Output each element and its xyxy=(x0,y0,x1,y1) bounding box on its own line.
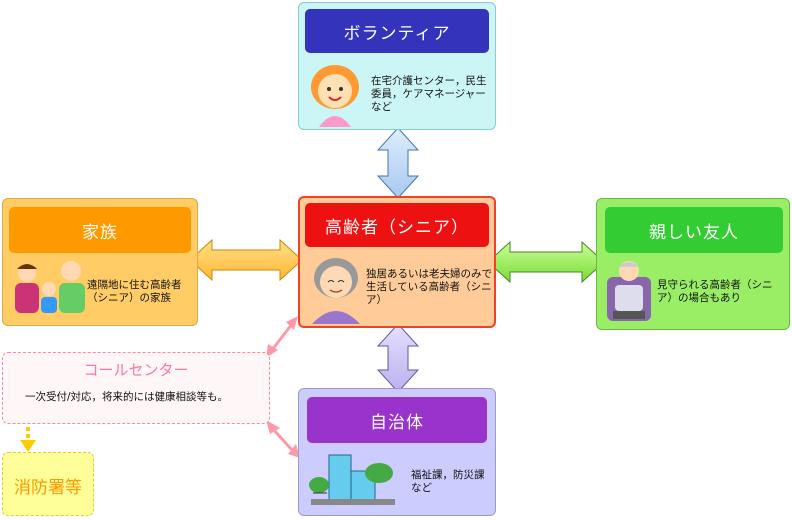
arrow-senior-callcenter xyxy=(266,316,298,358)
senior-title: 高齢者（シニア） xyxy=(305,203,489,247)
friend-node: 親しい友人 見守られる高齢者（シニア）の場合もあり xyxy=(596,198,790,330)
fire-title: 消防署等 xyxy=(14,478,82,498)
volunteer-node: ボランティア 在宅介護センター，民生委員，ケアマネージャーなど xyxy=(298,2,496,130)
arrow-volunteer-senior xyxy=(376,127,420,199)
callcenter-title: コールセンター xyxy=(83,361,189,379)
family-icon xyxy=(15,261,85,313)
senior-node: 高齢者（シニア） 独居あるいは老夫婦のみで生活している高齢者（シニア） xyxy=(298,196,496,328)
callcenter-node: コールセンター 一次受付/対応，将来的には健康相談等も。 xyxy=(2,352,270,424)
volunteer-icon xyxy=(311,65,359,127)
volunteer-desc: 在宅介護センター，民生委員，ケアマネージャーなど xyxy=(371,75,487,113)
municipality-title: 自治体 xyxy=(307,397,487,443)
arrow-callcenter-municipality xyxy=(266,420,300,458)
volunteer-title: ボランティア xyxy=(305,9,489,53)
friend-icon xyxy=(607,261,651,321)
arrow-family-senior xyxy=(189,238,303,282)
senior-icon xyxy=(312,258,360,324)
friend-title: 親しい友人 xyxy=(605,207,783,253)
arrow-callcenter-fire xyxy=(20,420,36,452)
fire-node: 消防署等 xyxy=(2,452,94,516)
municipality-desc: 福祉課，防災課など xyxy=(411,469,485,494)
family-node: 家族 遠隔地に住む高齢者（シニア）の家族 xyxy=(2,198,198,326)
family-desc: 遠隔地に住む高齢者（シニア）の家族 xyxy=(87,279,182,304)
family-title: 家族 xyxy=(9,207,191,253)
callcenter-desc: 一次受付/対応，将来的には健康相談等も。 xyxy=(25,391,229,403)
senior-desc: 独居あるいは老夫婦のみで生活している高齢者（シニア） xyxy=(366,268,492,306)
friend-desc: 見守られる高齢者（シニア）の場合もあり xyxy=(657,279,773,304)
municipality-node: 自治体 福祉課，防災課など xyxy=(298,388,496,516)
arrow-senior-friend xyxy=(487,240,605,284)
building-icon xyxy=(309,454,395,505)
arrow-senior-municipality xyxy=(376,323,420,393)
